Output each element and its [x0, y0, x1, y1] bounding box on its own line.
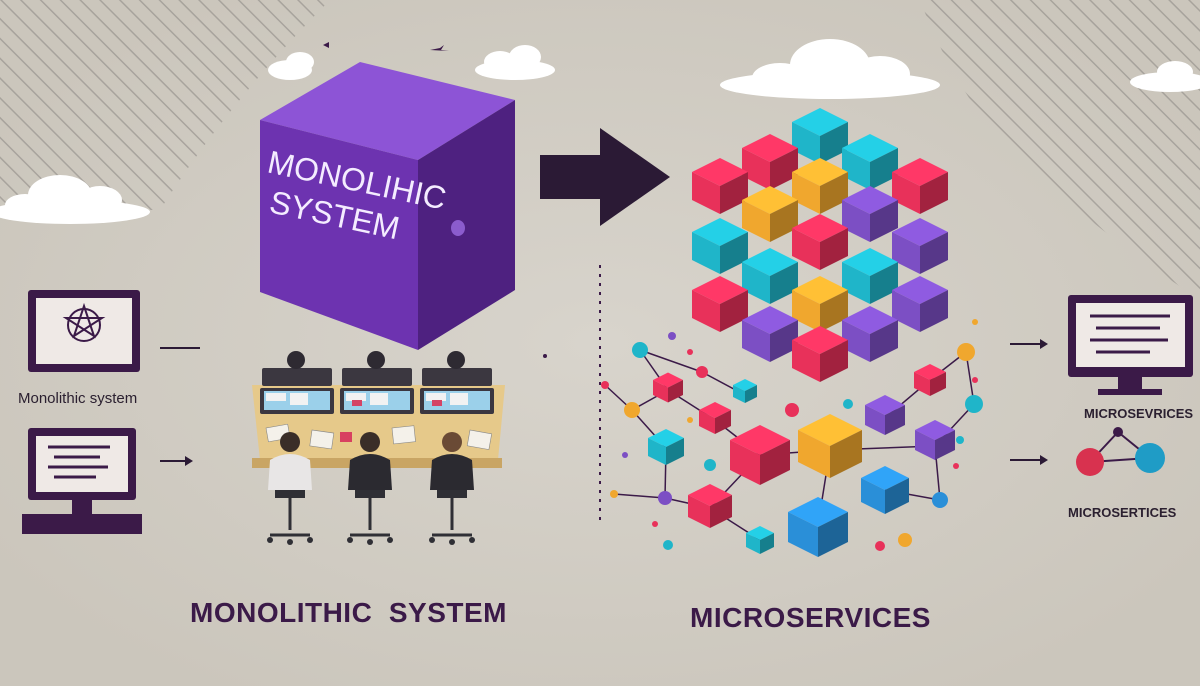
hatch-top-right — [920, 0, 1200, 300]
arrow-right-icon — [160, 456, 193, 466]
service-node — [622, 452, 628, 458]
service-cube — [914, 364, 946, 396]
service-cube — [699, 402, 731, 434]
service-cube — [746, 526, 774, 554]
microservices-cube-cluster — [692, 108, 948, 382]
monolith-cube: MONOLIHIC SYSTEM — [260, 62, 515, 350]
cluster-cube — [892, 218, 948, 274]
service-node — [972, 377, 978, 383]
service-node — [953, 463, 959, 469]
service-cube — [730, 425, 790, 485]
cluster-cube — [742, 134, 798, 190]
service-node — [898, 533, 912, 547]
service-node — [652, 521, 658, 527]
service-node — [610, 490, 618, 498]
service-node — [965, 395, 983, 413]
cluster-cube — [792, 276, 848, 332]
bottom-title-microservices: MICROSERVICES — [690, 602, 931, 633]
service-node — [957, 343, 975, 361]
service-cube — [648, 429, 684, 465]
worker-3 — [429, 432, 475, 545]
service-cube — [733, 379, 757, 403]
service-cube — [788, 497, 848, 557]
cluster-cube — [792, 108, 848, 164]
microservices-label-2: MICROSERTICES — [1068, 505, 1177, 520]
left-monitor-top: Monolithic system — [18, 290, 140, 407]
cluster-cube — [692, 158, 748, 214]
cluster-cube — [892, 276, 948, 332]
cluster-cube — [842, 134, 898, 190]
service-node — [687, 349, 693, 355]
office-team — [252, 351, 505, 545]
cloud-1 — [268, 52, 314, 80]
cloud-4 — [0, 175, 150, 224]
service-cube — [798, 414, 862, 478]
service-node — [785, 403, 799, 417]
service-cube — [865, 395, 905, 435]
service-node — [972, 319, 978, 325]
service-node — [704, 459, 716, 471]
cloud-2 — [475, 45, 555, 80]
service-cube — [653, 372, 683, 403]
service-node — [875, 541, 885, 551]
cluster-cube — [742, 186, 798, 242]
arrow-right-icon-upper — [1010, 339, 1048, 349]
microservices-label-1: MICROSEVRICES — [1084, 406, 1193, 421]
service-node — [663, 540, 673, 550]
bottom-title-monolithic: MONOLITHIC SYSTEM — [190, 597, 507, 628]
cluster-cube — [742, 306, 798, 362]
clouds — [0, 39, 1200, 224]
cluster-cube — [892, 158, 948, 214]
monolithic-system-caption: Monolithic system — [18, 390, 137, 407]
cluster-cube — [842, 186, 898, 242]
service-node — [601, 381, 609, 389]
cluster-cube — [792, 326, 848, 382]
worker-2 — [347, 432, 393, 545]
cluster-cube — [842, 306, 898, 362]
arrow-right-icon-lower — [1010, 455, 1048, 465]
service-node — [956, 436, 964, 444]
cluster-cube — [792, 158, 848, 214]
service-node — [668, 332, 676, 340]
service-cube — [688, 484, 732, 528]
left-monitor-bottom — [22, 428, 142, 534]
transform-arrow-icon — [540, 128, 670, 226]
cluster-cube — [742, 248, 798, 304]
service-cube — [915, 420, 955, 460]
network-molecule-icon — [1076, 427, 1165, 476]
cloud-5 — [1130, 61, 1200, 92]
worker-1 — [267, 432, 313, 545]
service-node — [696, 366, 708, 378]
cluster-cube — [692, 218, 748, 274]
hatch-top-left — [0, 0, 330, 210]
service-node — [687, 417, 693, 423]
cluster-cube — [692, 276, 748, 332]
cluster-cube — [792, 214, 848, 270]
service-node — [932, 492, 948, 508]
cluster-cube — [842, 248, 898, 304]
service-cube — [861, 466, 909, 514]
service-node — [658, 491, 672, 505]
right-monitor — [1068, 295, 1193, 395]
star-logo-icon — [62, 302, 106, 342]
service-node — [632, 342, 648, 358]
service-node — [843, 399, 853, 409]
service-node — [624, 402, 640, 418]
cloud-3 — [720, 39, 940, 99]
microservice-nodes — [601, 319, 983, 557]
